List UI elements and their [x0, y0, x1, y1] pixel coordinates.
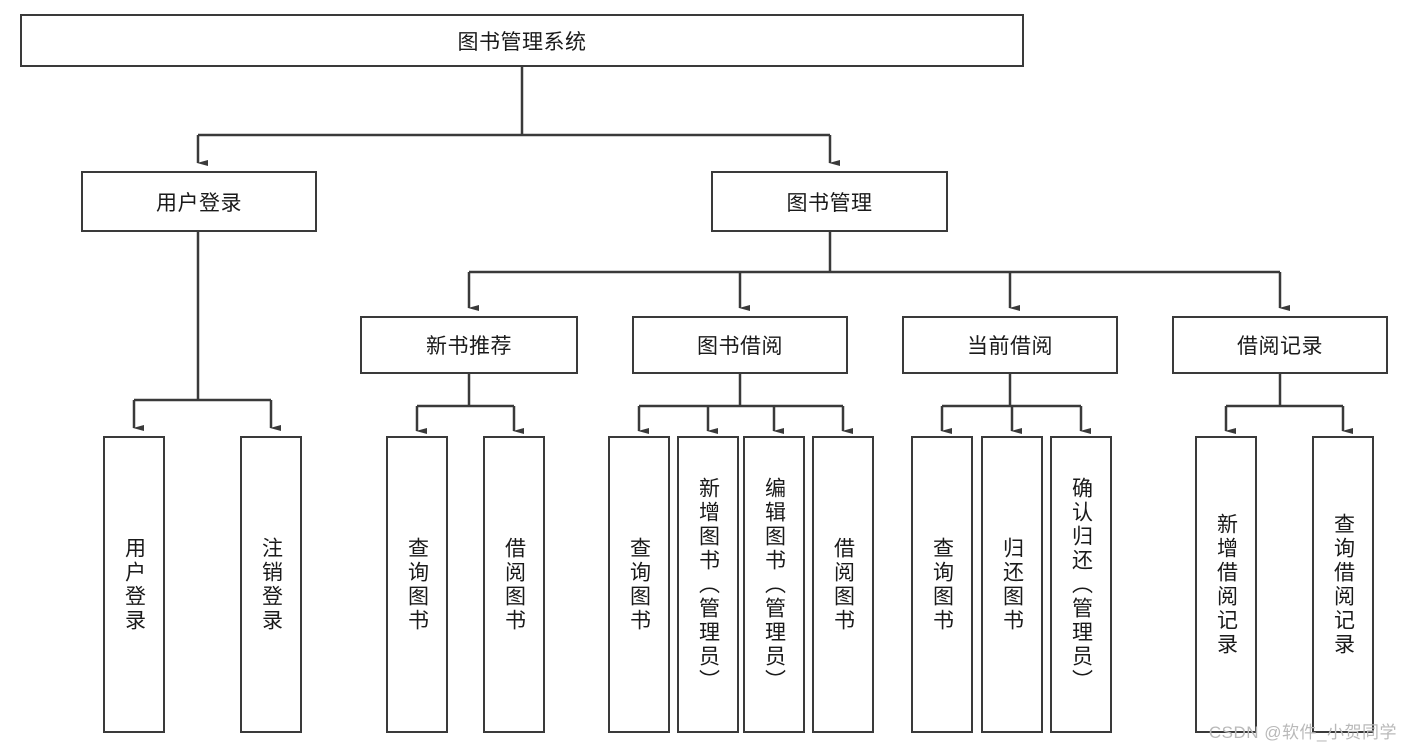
leaf-query-borrow-record[interactable]: 查询借阅记录 — [1312, 436, 1374, 733]
leaf-query-book-borrow[interactable]: 查询图书 — [608, 436, 670, 733]
node-label: 图书借阅 — [697, 335, 783, 358]
leaf-add-borrow-record[interactable]: 新增借阅记录 — [1195, 436, 1257, 733]
node-label: 借阅图书 — [502, 536, 526, 633]
node-borrow-record[interactable]: 借阅记录 — [1172, 316, 1388, 374]
node-label: 查询图书 — [405, 536, 429, 633]
node-label: 用户登录 — [122, 536, 146, 633]
node-label: 查询图书 — [930, 536, 954, 633]
node-label: 用户登录 — [156, 191, 242, 215]
node-label: 注销登录 — [259, 536, 283, 633]
leaf-return-book[interactable]: 归还图书 — [981, 436, 1043, 733]
leaf-query-book-current[interactable]: 查询图书 — [911, 436, 973, 733]
node-label: 当前借阅 — [967, 335, 1053, 358]
node-label: 归还图书 — [1000, 536, 1024, 633]
node-label: 图书管理 — [786, 191, 873, 215]
leaf-borrow-book-recommend[interactable]: 借阅图书 — [483, 436, 545, 733]
leaf-confirm-return-admin[interactable]: 确认归还（管理员） — [1050, 436, 1112, 733]
leaf-query-book-recommend[interactable]: 查询图书 — [386, 436, 448, 733]
node-new-book-recommend[interactable]: 新书推荐 — [360, 316, 578, 374]
node-label: 查询借阅记录 — [1331, 512, 1355, 657]
leaf-edit-book-admin[interactable]: 编辑图书（管理员） — [743, 436, 805, 733]
node-label: 图书管理系统 — [457, 30, 587, 54]
node-label: 编辑图书（管理员） — [762, 476, 786, 693]
watermark-text: CSDN @软件_小贺同学 — [1208, 723, 1397, 742]
node-label: 确认归还（管理员） — [1069, 476, 1093, 693]
node-label: 借阅图书 — [831, 536, 855, 633]
node-label: 查询图书 — [627, 536, 651, 633]
leaf-borrow-book[interactable]: 借阅图书 — [812, 436, 874, 733]
node-current-borrow[interactable]: 当前借阅 — [902, 316, 1118, 374]
node-book-borrow[interactable]: 图书借阅 — [632, 316, 848, 374]
leaf-logout[interactable]: 注销登录 — [240, 436, 302, 733]
node-root-book-management-system[interactable]: 图书管理系统 — [20, 14, 1024, 67]
node-label: 新书推荐 — [426, 335, 512, 358]
node-label: 新增图书（管理员） — [696, 476, 720, 693]
node-book-management[interactable]: 图书管理 — [711, 171, 948, 232]
node-user-login[interactable]: 用户登录 — [81, 171, 317, 232]
node-label: 借阅记录 — [1237, 335, 1323, 358]
leaf-user-login[interactable]: 用户登录 — [103, 436, 165, 733]
leaf-add-book-admin[interactable]: 新增图书（管理员） — [677, 436, 739, 733]
node-label: 新增借阅记录 — [1214, 512, 1238, 657]
